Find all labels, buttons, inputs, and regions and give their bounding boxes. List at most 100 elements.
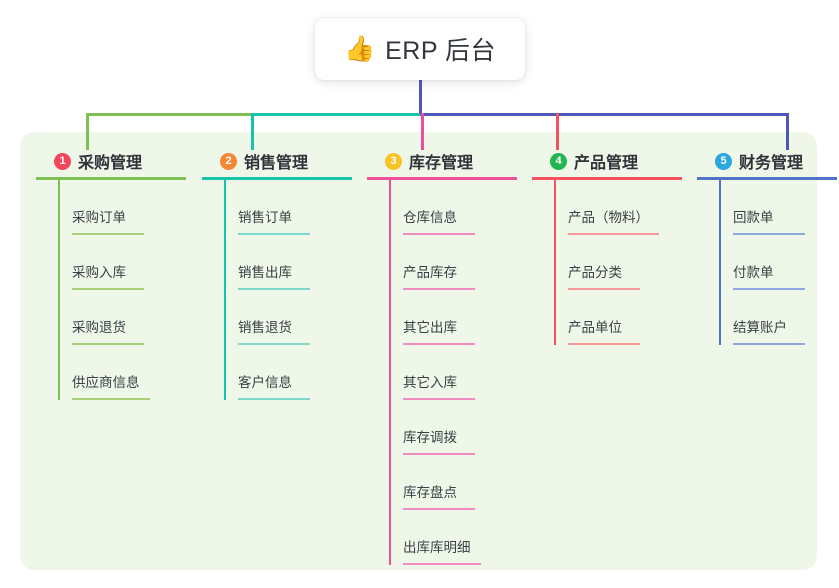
- leaf-item-rule: [403, 398, 475, 400]
- leaf-item-label: 其它出库: [403, 319, 457, 335]
- branch-items-1: 采购订单采购入库采购退货供应商信息: [36, 180, 186, 400]
- branch-stub-2: [251, 113, 254, 150]
- leaf-item[interactable]: 供应商信息: [36, 345, 186, 400]
- leaf-item[interactable]: 产品单位: [532, 290, 682, 345]
- leaf-item[interactable]: 产品库存: [367, 235, 517, 290]
- leaf-item-rule: [238, 233, 310, 235]
- branch-items-5: 回款单付款单结算账户: [697, 180, 837, 345]
- leaf-item[interactable]: 其它出库: [367, 290, 517, 345]
- leaf-item[interactable]: 库存调拨: [367, 400, 517, 455]
- branch-spine: [554, 180, 556, 345]
- branch-stub-5: [786, 113, 789, 150]
- leaf-item[interactable]: 销售订单: [202, 180, 352, 235]
- leaf-item-rule: [238, 288, 310, 290]
- leaf-item-label: 结算账户: [733, 319, 787, 335]
- leaf-item-rule: [72, 343, 144, 345]
- leaf-item[interactable]: 产品（物料）: [532, 180, 682, 235]
- root-stem-line: [419, 79, 422, 116]
- leaf-item-rule: [568, 343, 640, 345]
- leaf-item-rule: [72, 233, 144, 235]
- branch-number-badge: 1: [54, 152, 71, 170]
- leaf-item[interactable]: 其它入库: [367, 345, 517, 400]
- leaf-item-rule: [403, 343, 475, 345]
- leaf-item-label: 库存盘点: [403, 484, 457, 500]
- leaf-item[interactable]: 出库库明细: [367, 510, 517, 565]
- branch-header-rule: [697, 177, 837, 180]
- leaf-item-label: 产品库存: [403, 264, 457, 280]
- leaf-item-label: 销售出库: [238, 264, 292, 280]
- bar-segment-left: [86, 113, 251, 116]
- leaf-item[interactable]: 回款单: [697, 180, 837, 235]
- branch-title: 采购管理: [78, 155, 143, 172]
- branch-column-3: 3 库存管理仓库信息产品库存其它出库其它入库库存调拨库存盘点出库库明细: [367, 148, 517, 565]
- branch-title: 财务管理: [739, 155, 804, 172]
- branch-header-3[interactable]: 3 库存管理: [367, 148, 517, 174]
- leaf-item[interactable]: 库存盘点: [367, 455, 517, 510]
- leaf-item-label: 采购入库: [72, 264, 126, 280]
- leaf-item[interactable]: 结算账户: [697, 290, 837, 345]
- leaf-item[interactable]: 采购入库: [36, 235, 186, 290]
- leaf-item-rule: [568, 233, 659, 235]
- leaf-item-rule: [238, 398, 310, 400]
- leaf-item-rule: [238, 343, 310, 345]
- branch-header-5[interactable]: 5 财务管理: [697, 148, 837, 174]
- leaf-item-rule: [733, 233, 805, 235]
- leaf-item-label: 销售退货: [238, 319, 292, 335]
- leaf-item-rule: [733, 343, 805, 345]
- leaf-item[interactable]: 销售退货: [202, 290, 352, 345]
- leaf-item-rule: [403, 288, 475, 290]
- leaf-item[interactable]: 采购订单: [36, 180, 186, 235]
- leaf-item[interactable]: 仓库信息: [367, 180, 517, 235]
- leaf-item-label: 产品（物料）: [568, 209, 649, 225]
- leaf-item-label: 产品分类: [568, 264, 622, 280]
- leaf-item[interactable]: 产品分类: [532, 235, 682, 290]
- leaf-item[interactable]: 客户信息: [202, 345, 352, 400]
- leaf-item[interactable]: 销售出库: [202, 235, 352, 290]
- branch-spine: [389, 180, 391, 565]
- leaf-item-label: 其它入库: [403, 374, 457, 390]
- thumbs-up-icon: 👍: [343, 34, 376, 63]
- leaf-item-label: 销售订单: [238, 209, 292, 225]
- root-node-card[interactable]: 👍 ERP 后台: [315, 18, 525, 80]
- branch-title: 产品管理: [574, 155, 639, 172]
- branch-spine: [58, 180, 60, 400]
- leaf-item-rule: [568, 288, 640, 290]
- leaf-item-label: 库存调拨: [403, 429, 457, 445]
- branch-items-4: 产品（物料） 产品分类产品单位: [532, 180, 682, 345]
- leaf-item-label: 回款单: [733, 209, 774, 225]
- branch-spine: [719, 180, 721, 345]
- leaf-item-rule: [403, 233, 475, 235]
- leaf-item-rule: [733, 288, 805, 290]
- branch-header-rule: [202, 177, 352, 180]
- leaf-item-label: 仓库信息: [403, 209, 457, 225]
- leaf-item-label: 采购订单: [72, 209, 126, 225]
- branch-header-4[interactable]: 4 产品管理: [532, 148, 682, 174]
- branch-number-badge: 3: [385, 152, 402, 170]
- branch-column-1: 1 采购管理采购订单采购入库采购退货供应商信息: [36, 148, 186, 400]
- leaf-item[interactable]: 采购退货: [36, 290, 186, 345]
- branch-column-4: 4 产品管理产品（物料） 产品分类产品单位: [532, 148, 682, 345]
- leaf-item-label: 出库库明细: [403, 539, 471, 555]
- branch-header-1[interactable]: 1 采购管理: [36, 148, 186, 174]
- leaf-item-label: 付款单: [733, 264, 774, 280]
- leaf-item-rule: [403, 563, 481, 565]
- branch-title: 库存管理: [409, 155, 474, 172]
- branch-header-rule: [367, 177, 517, 180]
- branch-column-5: 5 财务管理回款单付款单结算账户: [697, 148, 837, 345]
- branch-number-badge: 4: [550, 152, 567, 170]
- root-title: ERP 后台: [385, 37, 497, 65]
- leaf-item-label: 采购退货: [72, 319, 126, 335]
- branch-stub-4: [556, 113, 559, 150]
- branch-stub-3: [421, 113, 424, 150]
- branch-header-rule: [532, 177, 682, 180]
- branch-header-rule: [36, 177, 186, 180]
- branch-title: 销售管理: [244, 155, 309, 172]
- bar-segment-right: [420, 113, 789, 116]
- leaf-item-label: 客户信息: [238, 374, 292, 390]
- branch-spine: [224, 180, 226, 400]
- branch-number-badge: 5: [715, 152, 732, 170]
- branch-stub-1: [86, 113, 89, 150]
- leaf-item[interactable]: 付款单: [697, 235, 837, 290]
